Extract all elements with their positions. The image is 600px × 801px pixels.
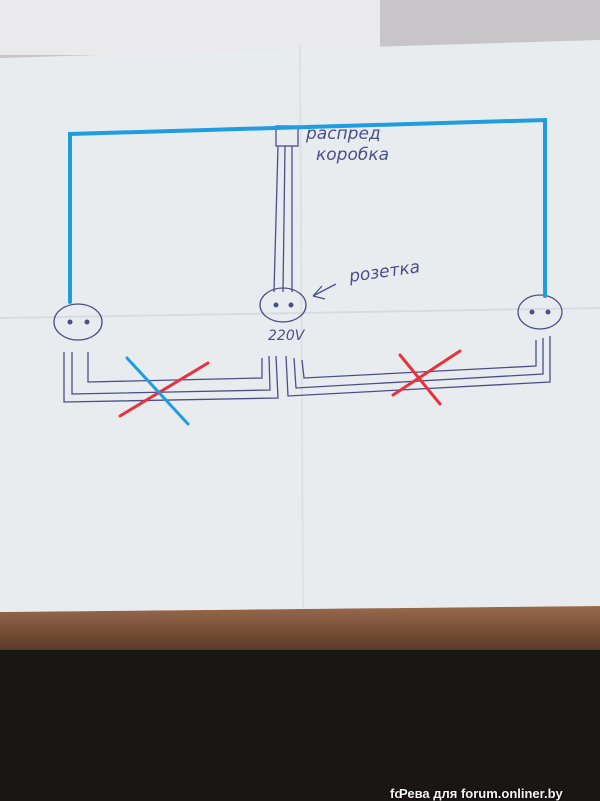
label-junction-box-1: распред	[305, 124, 381, 144]
cross-left-blue	[125, 356, 190, 426]
table-edge	[0, 606, 600, 650]
paper-sheet	[0, 40, 600, 612]
label-voltage: 220V	[268, 328, 306, 344]
watermark-text: Рева для forum.onliner.by	[399, 786, 563, 801]
socket-right	[517, 294, 563, 330]
background-paper	[0, 0, 380, 55]
label-junction-box-2: коробка	[316, 145, 389, 165]
pen-drawing	[53, 125, 563, 403]
new-wiring-blue	[68, 117, 547, 304]
paper-fold	[0, 307, 600, 319]
cross-out-marks	[118, 349, 462, 418]
socket-center	[259, 287, 307, 323]
cross-right-red-2	[398, 353, 442, 406]
watermark-prefix: fo	[390, 786, 403, 801]
cross-left-red	[118, 361, 210, 418]
floor	[0, 650, 600, 800]
paper-fold-vertical	[299, 44, 304, 609]
cross-right-red-1	[391, 349, 462, 397]
socket-left	[53, 303, 103, 341]
